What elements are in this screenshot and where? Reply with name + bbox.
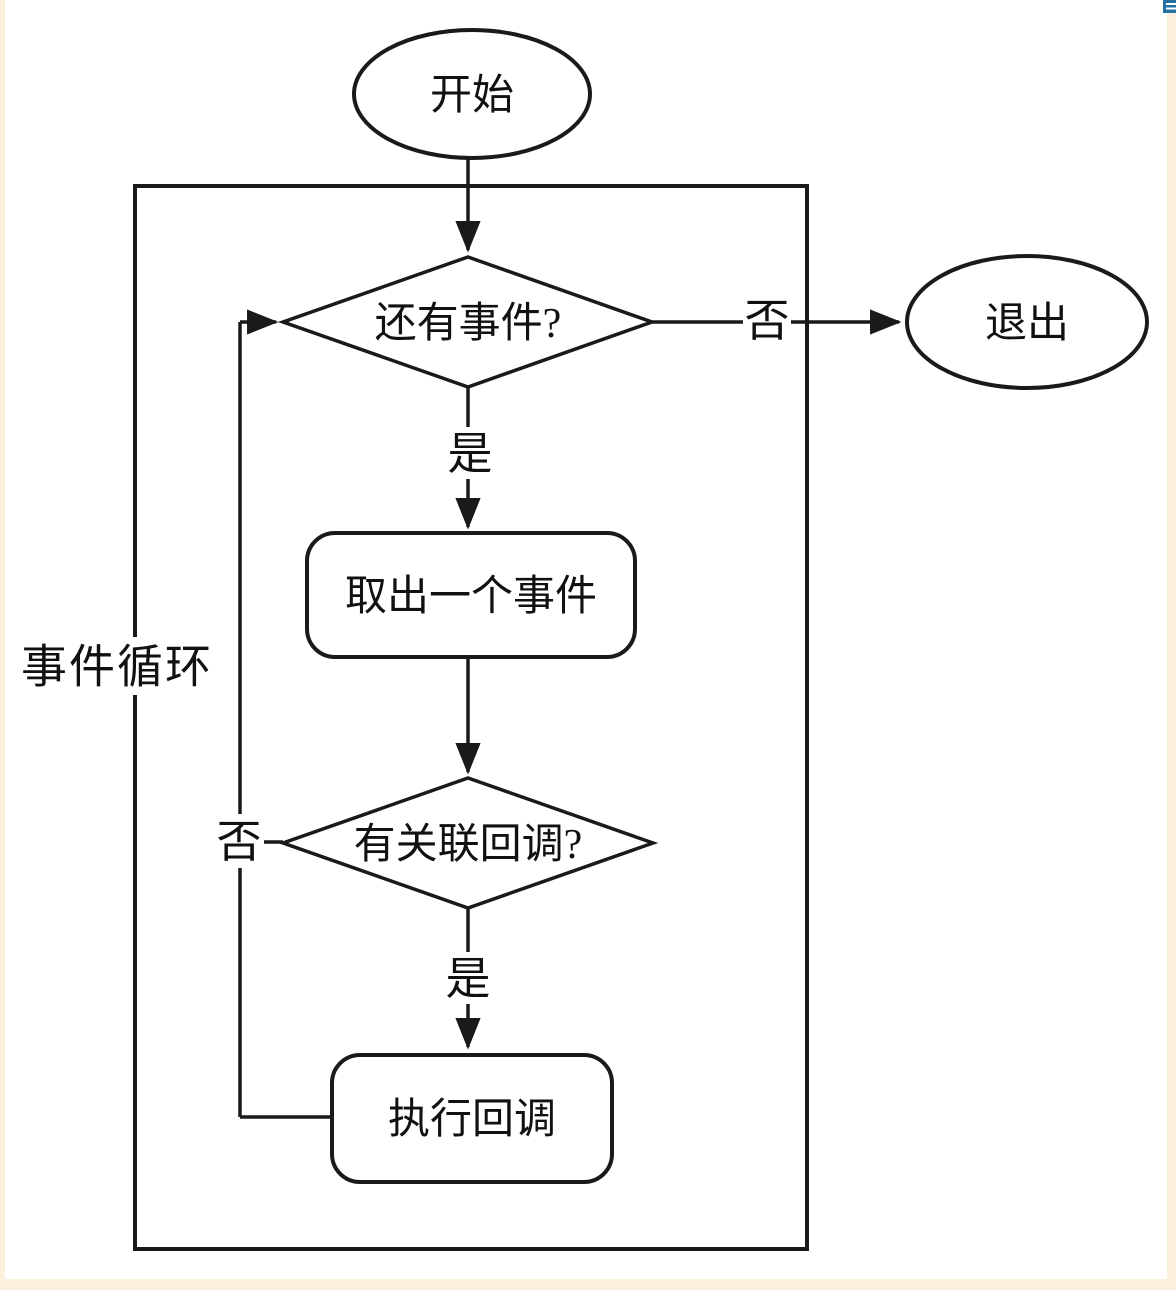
label-backing (18, 637, 216, 695)
event-loop-container (133, 184, 809, 1251)
has-callback-decision (277, 776, 659, 910)
exit-node-label: 退出 (985, 301, 1069, 347)
label-backing (444, 952, 492, 1004)
label-backing (446, 427, 494, 479)
start-node-label: 开始 (430, 73, 514, 119)
event-loop-label: 事件循环 (21, 642, 213, 693)
edge-label-no-loop: 否 (216, 817, 261, 867)
edge-label-yes-fetch: 是 (447, 429, 492, 479)
exit-node (905, 254, 1149, 390)
fetch-event-label: 取出一个事件 (345, 574, 597, 620)
label-backing (214, 814, 264, 868)
menu-icon-background (1163, 0, 1176, 13)
has-events-label: 还有事件? (375, 301, 562, 347)
has-callback-label: 有关联回调? (354, 822, 583, 868)
run-callback-process (330, 1053, 614, 1184)
has-events-decision (277, 255, 658, 389)
menu-icon[interactable] (1163, 0, 1176, 13)
fetch-event-process (305, 531, 637, 659)
run-callback-label: 执行回调 (388, 1097, 556, 1143)
edge-label-yes-run: 是 (445, 954, 490, 1004)
label-backing (743, 294, 791, 346)
edge-label-no-exit: 否 (744, 296, 789, 346)
start-node (352, 28, 592, 160)
